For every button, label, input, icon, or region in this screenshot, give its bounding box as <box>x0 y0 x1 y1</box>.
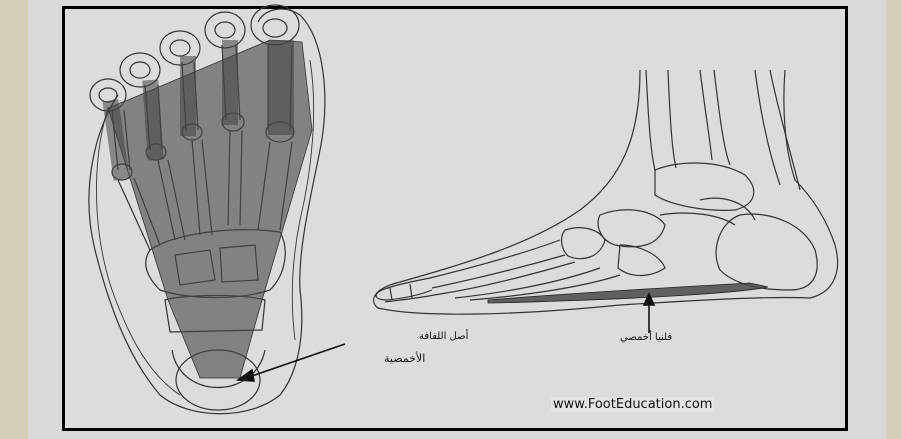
plantar-fascia-band <box>488 283 768 303</box>
lateral-view-foot <box>374 70 838 314</box>
label-plantar-fascia: فلنيا أخمصي <box>620 332 672 343</box>
label-fascia-origin: أصل اللفافة <box>419 331 468 342</box>
fascia-arrow <box>644 294 654 333</box>
label-plantar: الأخمصية <box>384 352 425 365</box>
website-watermark: www.FootEducation.com <box>551 397 714 412</box>
